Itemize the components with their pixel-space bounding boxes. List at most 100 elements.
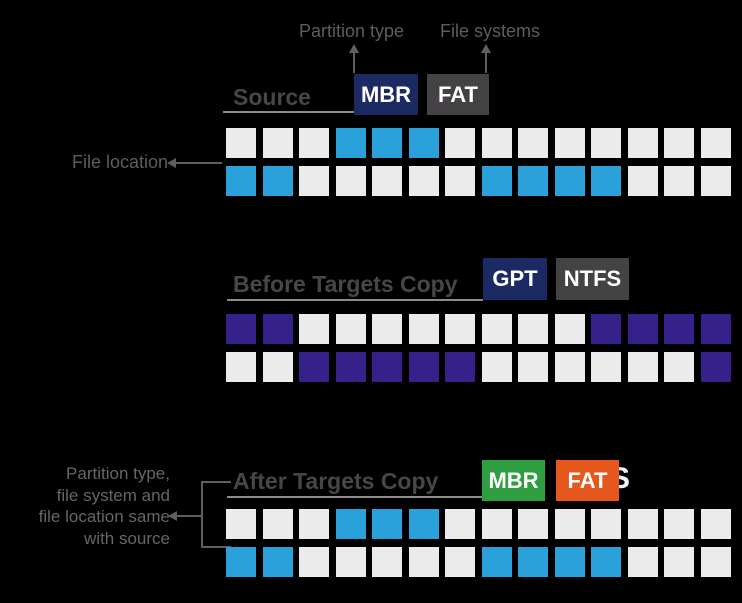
file-block (481, 546, 512, 577)
partition-type-arrow-line (353, 52, 355, 73)
empty-block (445, 314, 475, 344)
empty-block (372, 314, 402, 344)
after-annotation-bracket-bottom-tick (201, 546, 231, 548)
empty-block (262, 128, 293, 158)
annotation-line: file system and (56, 485, 170, 505)
empty-block (664, 165, 694, 196)
empty-block (554, 509, 585, 539)
file-block (700, 351, 731, 382)
empty-block (445, 128, 475, 158)
file-location-arrowhead-icon (167, 158, 176, 168)
file-block (335, 128, 366, 158)
empty-block (372, 165, 402, 196)
empty-block (481, 509, 512, 539)
source-disk-blocks (226, 128, 731, 196)
empty-block (299, 314, 329, 344)
after-section-title: After Targets Copy (233, 468, 439, 494)
file-block (591, 165, 621, 196)
before-section-title: Before Targets Copy (233, 271, 458, 297)
file-block (335, 509, 366, 539)
empty-block (518, 351, 548, 382)
empty-block (664, 546, 694, 577)
file-block (554, 165, 585, 196)
file-block (518, 546, 548, 577)
disk-block-row (226, 351, 731, 382)
source-partition-type-badge: MBR (354, 74, 418, 115)
file-block (262, 546, 293, 577)
file-block (591, 314, 621, 344)
empty-block (627, 165, 658, 196)
empty-block (262, 509, 293, 539)
empty-block (554, 314, 585, 344)
after-annotation-arrowhead-icon (168, 511, 177, 521)
empty-block (408, 314, 439, 344)
file-block (372, 351, 402, 382)
file-systems-arrowhead-icon (481, 44, 491, 53)
empty-block (408, 546, 439, 577)
empty-block (299, 546, 329, 577)
disk-block-row (226, 509, 731, 539)
after-title-underline (227, 496, 482, 498)
empty-block (335, 314, 366, 344)
file-block (262, 165, 293, 196)
after-annotation-arrow-line (177, 515, 202, 517)
empty-block (627, 509, 658, 539)
disk-block-row (226, 128, 731, 158)
disk-block-row (226, 546, 731, 577)
before-partition-type-badge: GPT (483, 258, 547, 300)
file-block (627, 314, 658, 344)
empty-block (481, 314, 512, 344)
annotation-line: with source (84, 528, 170, 548)
empty-block (481, 128, 512, 158)
empty-block (627, 546, 658, 577)
partition-type-label: Partition type (299, 21, 405, 41)
empty-block (299, 165, 329, 196)
file-block (226, 165, 256, 196)
empty-block (226, 509, 256, 539)
file-block (700, 314, 731, 344)
file-block (299, 351, 329, 382)
source-section-title: Source (233, 84, 311, 110)
partition-type-arrowhead-icon (349, 44, 359, 53)
empty-block (700, 546, 731, 577)
file-location-label: File location (71, 152, 168, 172)
after-annotation-bracket-top-tick (201, 481, 231, 483)
empty-block (226, 128, 256, 158)
file-block (445, 351, 475, 382)
file-block (591, 546, 621, 577)
empty-block (372, 546, 402, 577)
before-disk-blocks (226, 314, 731, 382)
file-block (335, 351, 366, 382)
after-annotation-text: Partition type, file system and file loc… (18, 463, 170, 549)
empty-block (335, 546, 366, 577)
disk-block-row (226, 165, 731, 196)
empty-block (591, 351, 621, 382)
empty-block (518, 128, 548, 158)
empty-block (518, 509, 548, 539)
source-title-underline (223, 111, 354, 113)
empty-block (664, 128, 694, 158)
file-block (262, 314, 293, 344)
empty-block (226, 351, 256, 382)
source-filesystem-badge: FAT (427, 74, 489, 115)
empty-block (700, 509, 731, 539)
empty-block (262, 351, 293, 382)
file-block (554, 546, 585, 577)
after-disk-blocks (226, 509, 731, 577)
annotation-line: file location same (38, 507, 170, 526)
empty-block (445, 165, 475, 196)
empty-block (445, 546, 475, 577)
file-block (226, 314, 256, 344)
empty-block (554, 128, 585, 158)
before-title-underline (227, 299, 483, 301)
empty-block (445, 509, 475, 539)
after-partition-type-badge: MBR (482, 460, 545, 501)
empty-block (518, 314, 548, 344)
empty-block (335, 165, 366, 196)
before-filesystem-badge: NTFS (556, 258, 629, 300)
empty-block (554, 351, 585, 382)
file-block (226, 546, 256, 577)
disk-block-row (226, 314, 731, 344)
file-block (372, 509, 402, 539)
